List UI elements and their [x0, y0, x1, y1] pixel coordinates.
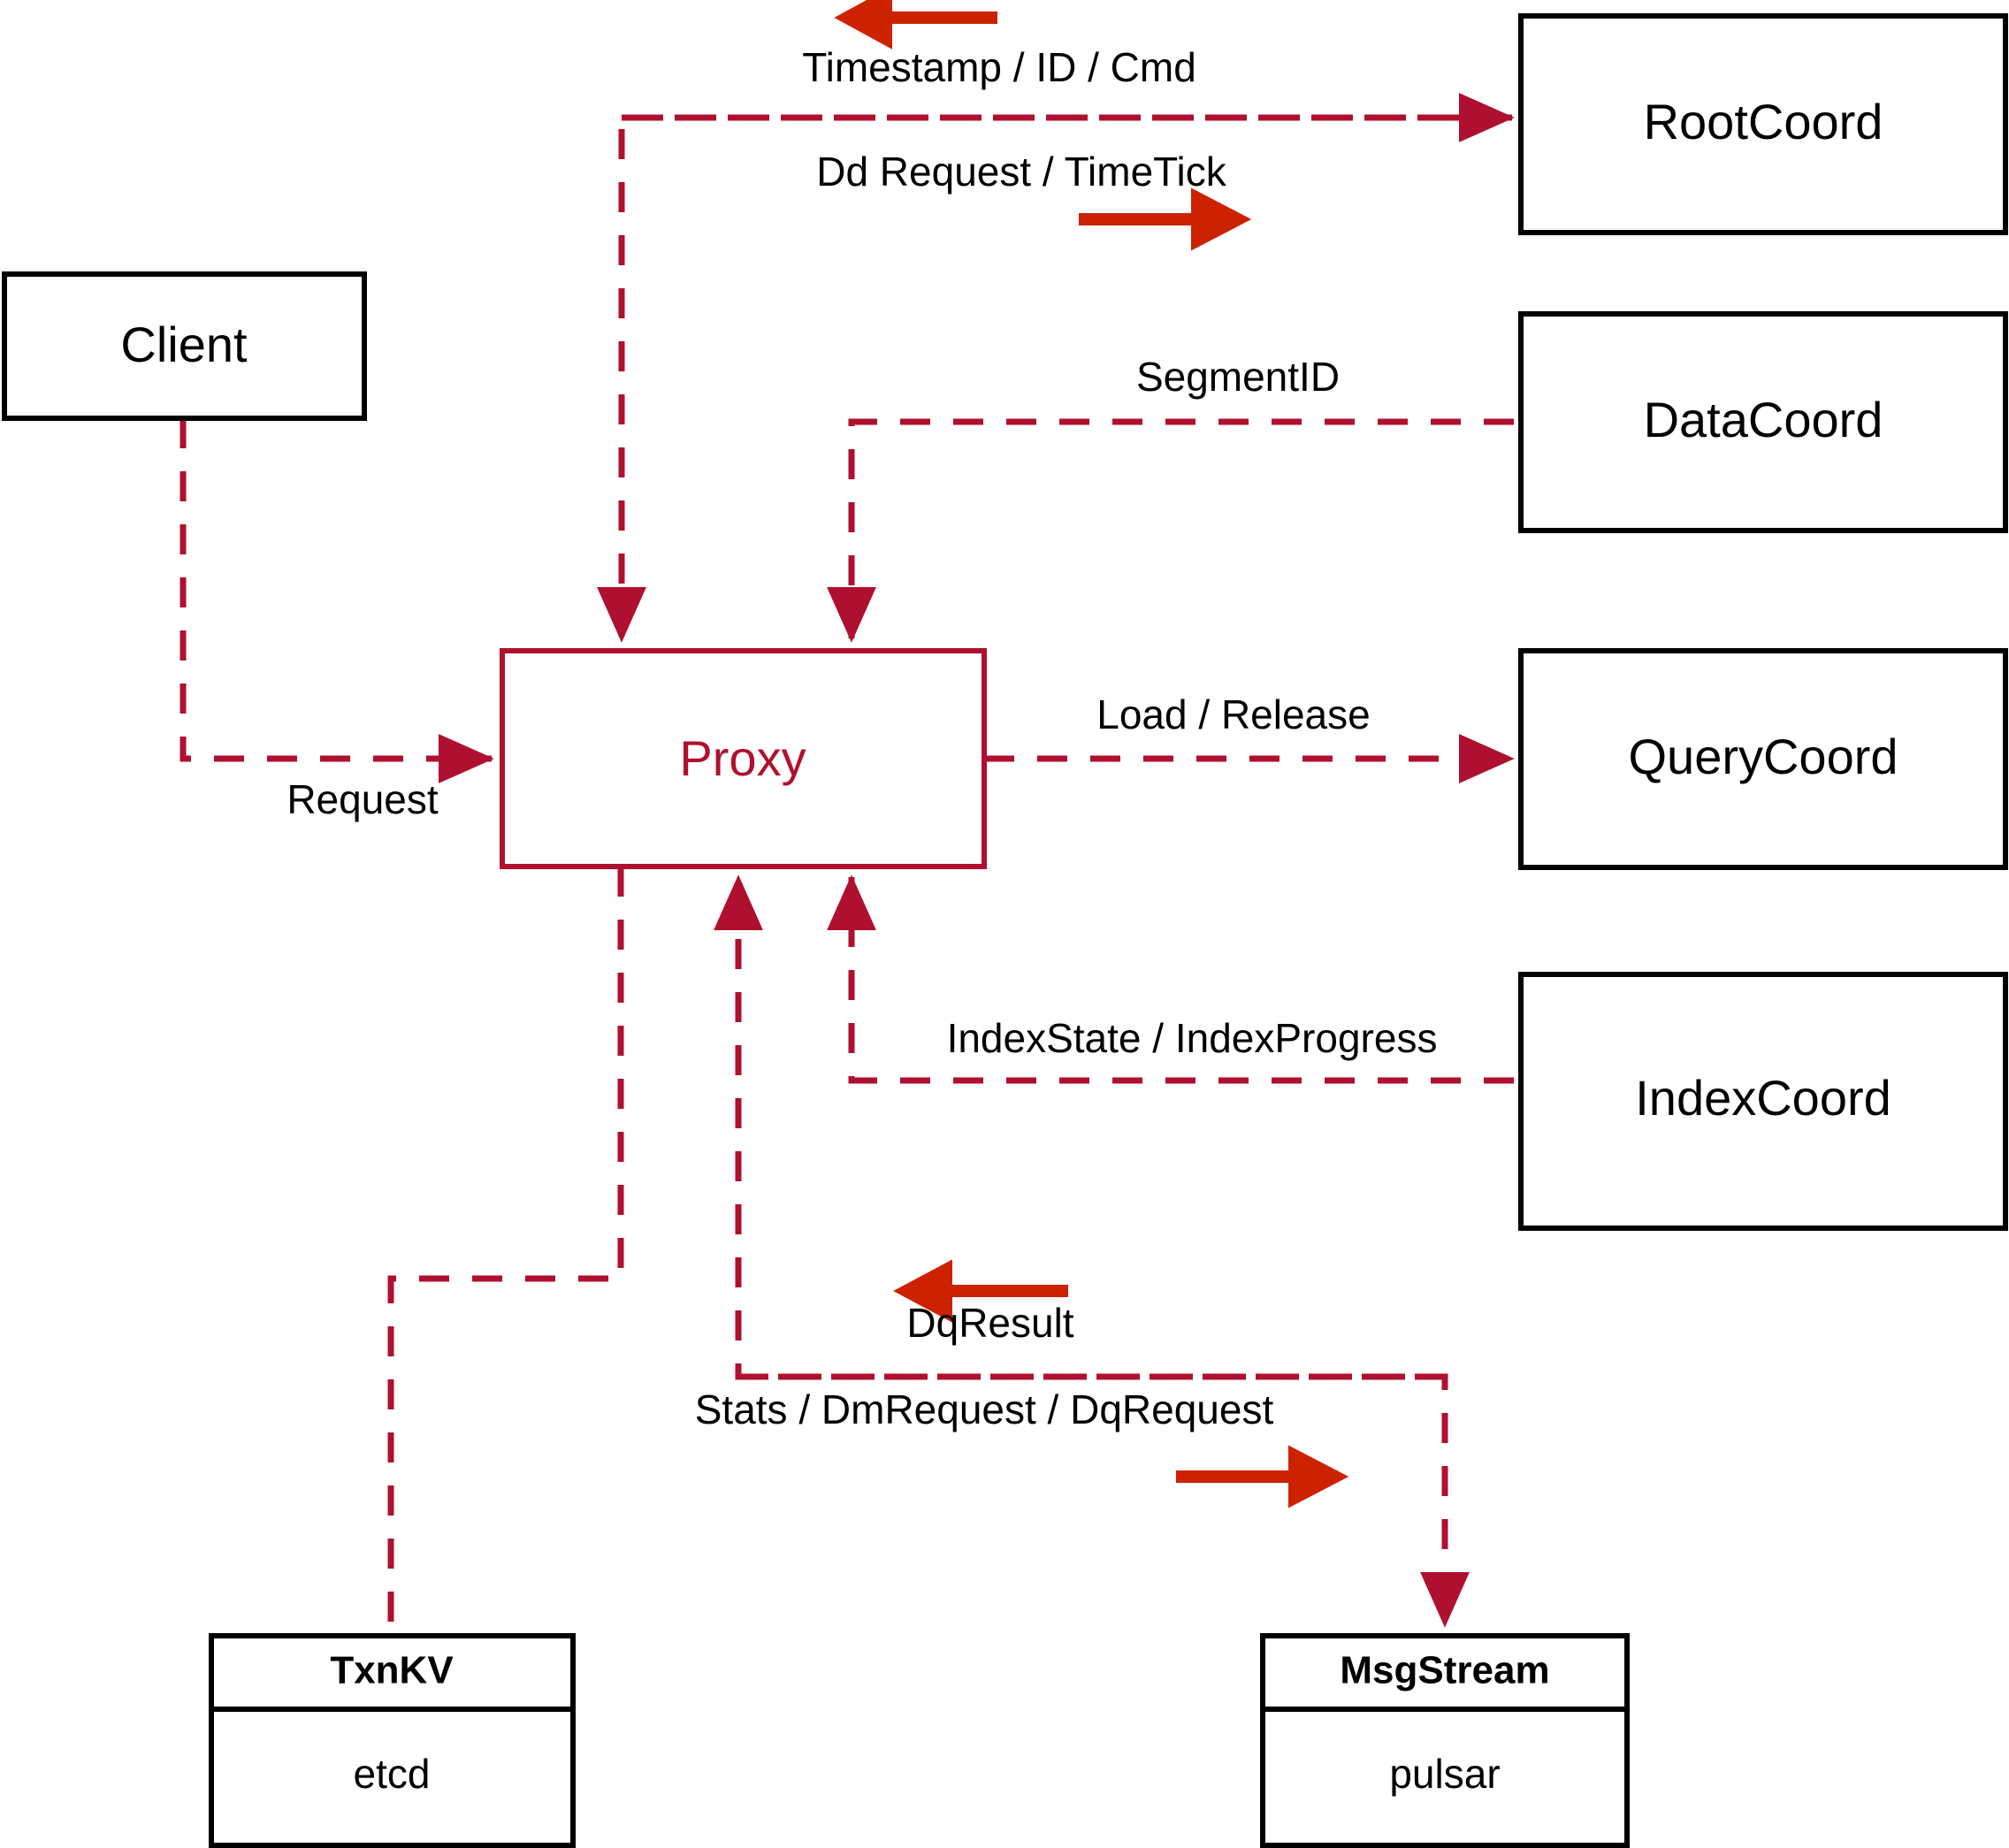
- edge-label-querycoord: Load / Release: [1096, 691, 1370, 737]
- node-rootcoord[interactable]: RootCoord: [1518, 13, 2008, 235]
- edge-proxy-to-txnkv: [387, 867, 624, 1636]
- node-msgstream-impl: pulsar: [1389, 1751, 1500, 1797]
- node-txnkv[interactable]: TxnKV etcd: [209, 1633, 576, 1848]
- node-querycoord[interactable]: QueryCoord: [1518, 648, 2008, 870]
- edge-datacoord-to-proxy: [827, 418, 1514, 643]
- edge-indexcoord-to-proxy: [827, 874, 1514, 1084]
- node-txnkv-title: TxnKV: [330, 1649, 454, 1692]
- direction-arrow-right-ddrequest: [1079, 187, 1252, 251]
- edge-client-proxy: [180, 418, 494, 783]
- node-datacoord[interactable]: DataCoord: [1518, 311, 2008, 533]
- node-msgstream-title: MsgStream: [1340, 1649, 1549, 1692]
- edge-msgstream-to-proxy: [714, 874, 1445, 1380]
- node-proxy[interactable]: Proxy: [500, 648, 987, 869]
- node-rootcoord-label: RootCoord: [1644, 94, 1883, 149]
- edge-proxy-to-msgstream: [738, 1373, 1470, 1628]
- direction-arrow-left-timestamp: [834, 0, 997, 50]
- edge-label-rootcoord-out: Dd Request / TimeTick: [816, 149, 1227, 195]
- edge-label-rootcoord-in: Timestamp / ID / Cmd: [802, 44, 1196, 90]
- direction-arrow-right-dqrequest: [1176, 1445, 1349, 1508]
- edge-label-msgstream-out: Stats / DmRequest / DqRequest: [695, 1386, 1274, 1432]
- node-msgstream[interactable]: MsgStream pulsar: [1260, 1633, 1630, 1848]
- edge-rootcoord-to-proxy: [597, 114, 1512, 643]
- node-indexcoord[interactable]: IndexCoord: [1518, 972, 2008, 1231]
- node-txnkv-impl: etcd: [354, 1751, 431, 1797]
- edge-label-msgstream-in: DqResult: [906, 1300, 1073, 1346]
- direction-arrow-left-dqresult: [893, 1259, 1068, 1323]
- node-client[interactable]: Client: [2, 271, 367, 421]
- edge-label-client-proxy: Request: [286, 776, 439, 822]
- edge-label-indexcoord: IndexState / IndexProgress: [947, 1015, 1438, 1061]
- node-proxy-label: Proxy: [679, 730, 806, 786]
- node-querycoord-label: QueryCoord: [1628, 729, 1898, 784]
- node-datacoord-label: DataCoord: [1644, 392, 1883, 447]
- node-client-label: Client: [120, 317, 248, 372]
- node-indexcoord-label: IndexCoord: [1635, 1070, 1891, 1126]
- edge-label-datacoord: SegmentID: [1136, 354, 1340, 400]
